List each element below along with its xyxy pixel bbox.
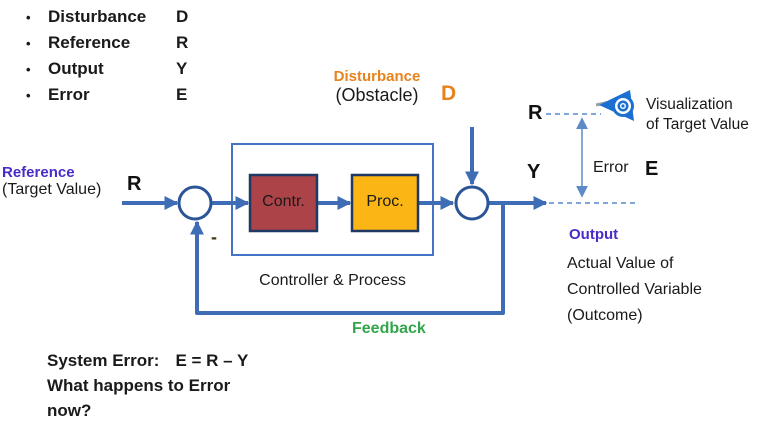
visualization-label: Visualization of Target Value <box>646 95 749 135</box>
eye-icon <box>595 90 634 121</box>
eye-pupil <box>621 104 625 108</box>
system-error-line: System Error: E = R – Y <box>47 348 248 373</box>
output-symbol: Y <box>527 161 541 183</box>
footer-line3: now? <box>47 401 92 420</box>
legend-label: Output <box>48 59 104 78</box>
box-caption: Controller & Process <box>259 272 406 289</box>
feedback-label: Feedback <box>352 320 426 337</box>
disturbance-title: Disturbance <box>333 68 421 85</box>
visualization-line2: of Target Value <box>646 116 749 133</box>
controller-block-label: Contr. <box>262 193 305 210</box>
error-label: Error <box>593 159 629 176</box>
reference-subtitle: (Target Value) <box>2 181 102 198</box>
legend-label: Error <box>48 85 90 104</box>
legend-symbol: D <box>176 7 189 26</box>
output-line3: (Outcome) <box>567 307 643 324</box>
bullet-icon: • <box>26 10 31 25</box>
right-summing-junction <box>454 185 490 221</box>
legend: • Disturbance D • Reference R • Output Y… <box>26 7 188 111</box>
legend-label: Disturbance <box>48 7 147 26</box>
reference-symbol: R <box>127 173 142 195</box>
error-r-symbol: R <box>528 102 543 124</box>
visualization-line1: Visualization <box>646 96 733 113</box>
system-error-equation: E = R – Y <box>175 351 249 370</box>
legend-row: • Error E <box>26 85 188 111</box>
legend-symbol: E <box>176 85 188 104</box>
bullet-icon: • <box>26 36 31 51</box>
minus-sign: - <box>211 227 217 247</box>
legend-symbol: R <box>176 33 189 52</box>
legend-row: • Reference R <box>26 33 188 59</box>
controller-process-box <box>231 143 434 256</box>
disturbance-label: Disturbance (Obstacle) <box>312 68 442 106</box>
output-line2: Controlled Variable <box>567 281 702 298</box>
disturbance-subtitle: (Obstacle) <box>335 85 419 105</box>
process-block-label: Proc. <box>366 193 404 210</box>
disturbance-symbol: D <box>441 82 457 105</box>
bullet-icon: • <box>26 62 31 77</box>
legend-row: • Disturbance D <box>26 7 188 33</box>
controller-block <box>248 173 319 233</box>
legend-row: • Output Y <box>26 59 188 85</box>
process-block <box>350 173 420 233</box>
output-title: Output <box>569 226 619 243</box>
output-line1: Actual Value of <box>567 255 674 272</box>
legend-label: Reference <box>48 33 131 52</box>
feedback-path <box>190 205 505 315</box>
footer-text: System Error: E = R – Y What happens to … <box>47 348 248 423</box>
footer-line2: What happens to Error <box>47 376 231 395</box>
error-e-symbol: E <box>645 158 659 180</box>
bullet-icon: • <box>26 88 31 103</box>
system-error-label: System Error: <box>47 351 160 370</box>
legend-symbol: Y <box>176 59 188 78</box>
reference-label: Reference (Target Value) <box>2 164 132 199</box>
left-summing-junction <box>177 185 213 221</box>
reference-title: Reference <box>2 164 75 181</box>
output-description: Actual Value of Controlled Variable (Out… <box>567 251 702 329</box>
